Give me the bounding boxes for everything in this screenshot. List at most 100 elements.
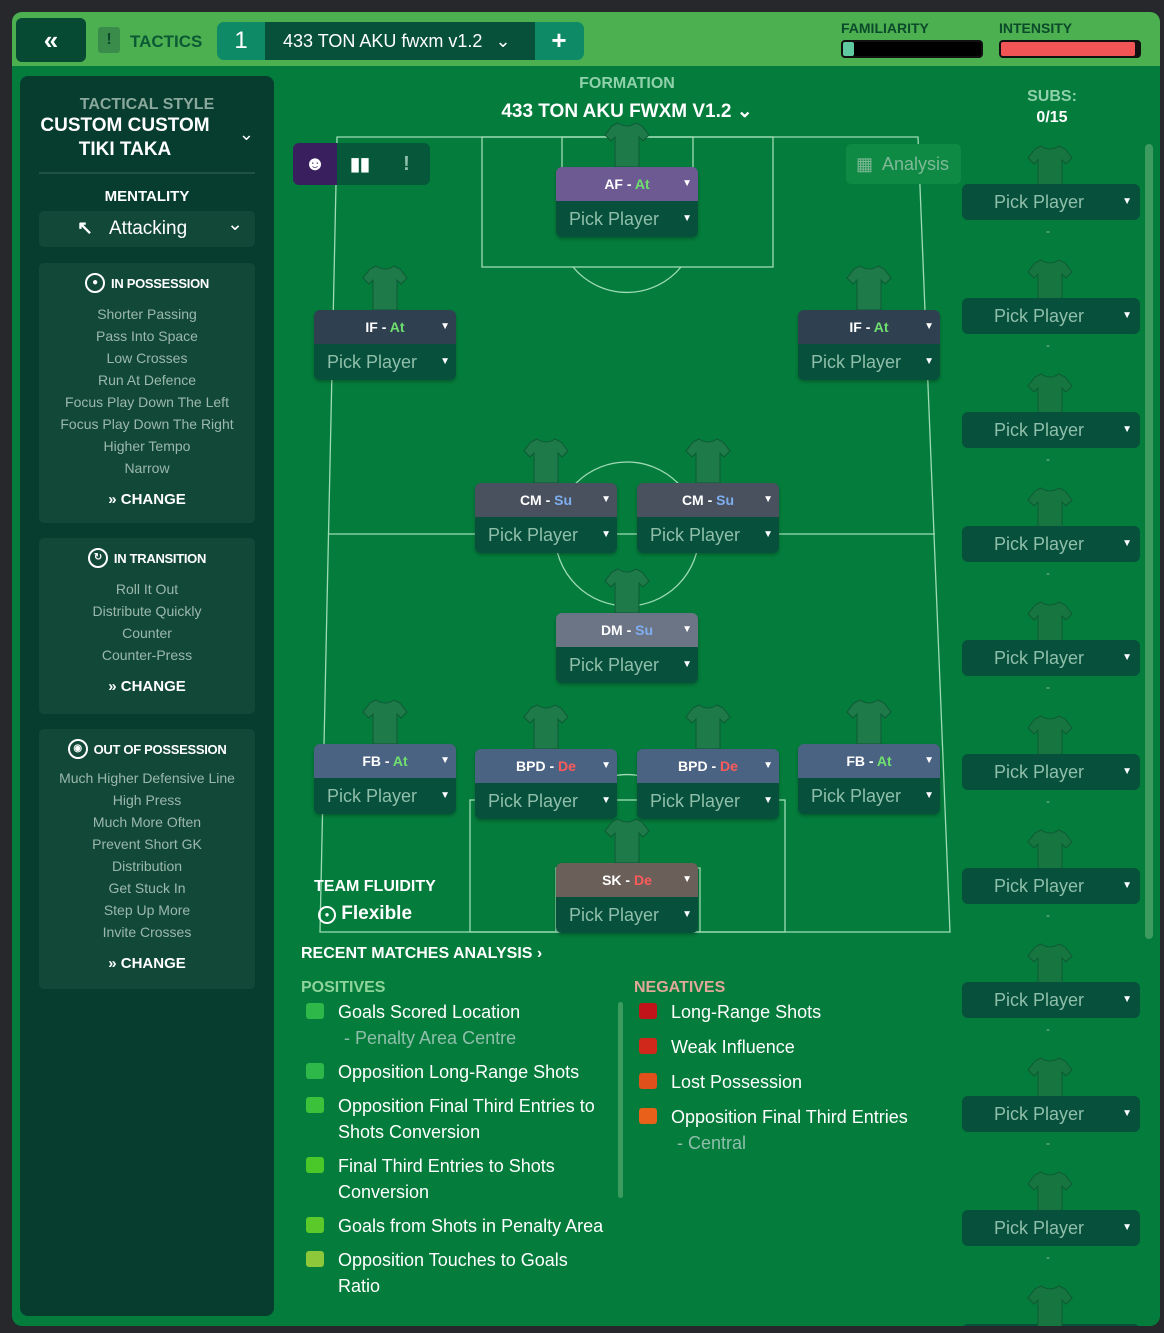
player-view-icon[interactable]: ☻ [293,143,337,185]
recent-matches-analysis-link[interactable]: RECENT MATCHES ANALYSIS › [301,945,543,962]
pick-player-dropdown[interactable]: Pick Player▼ [637,517,779,553]
tactics-screen: « ! TACTICS 1 433 TON AKU fwxm v1.2 ⌄ + … [12,12,1160,1326]
role-dropdown[interactable]: FB - At▼ [798,744,940,778]
pick-player-dropdown[interactable]: Pick Player▼ [314,344,456,380]
sub-empty-label: - [1046,452,1050,466]
instructions-view-icon[interactable]: ! [383,143,430,185]
add-tactic-button[interactable]: + [551,25,567,55]
chevron-down-icon: ⌄ [495,31,511,51]
position-slot-fb: FB - At▼ Pick Player▼ [314,744,456,814]
instruction-item: Shorter Passing [97,306,197,322]
instruction-item: Invite Crosses [102,924,192,940]
sub-pick-player-dropdown[interactable]: Pick Player▼ [962,1096,1140,1132]
pick-player-dropdown[interactable]: Pick Player▼ [475,783,617,819]
pick-player-dropdown[interactable]: Pick Player▼ [798,778,940,814]
role-dropdown[interactable]: BPD - De▼ [637,749,779,783]
sub-pick-player-dropdown[interactable]: Pick Player▼ [962,754,1140,790]
sub-pick-player-dropdown[interactable]: Pick Player▼ [962,1210,1140,1246]
analysis-scrollbar[interactable] [618,1002,623,1198]
formation-label: FORMATION [579,75,675,92]
view-toggle: ☻ ▮▮ ! [293,143,430,185]
sub-empty-label: - [1046,566,1050,580]
instruction-item: Counter [122,625,172,641]
role-dropdown[interactable]: IF - At▼ [798,310,940,344]
team-fluidity-value[interactable]: ● Flexible [318,903,412,925]
negative-item[interactable]: Weak Influence [639,1034,961,1060]
instruction-item: Distribution [111,858,183,874]
pick-player-dropdown[interactable]: Pick Player▼ [798,344,940,380]
defence-icon: ◉ [67,739,88,759]
positive-item[interactable]: Goals Scored Location- Penalty Area Cent… [306,999,608,1051]
instruction-item: Run At Defence [97,372,197,388]
role-dropdown[interactable]: BPD - De▼ [475,749,617,783]
mentality-dropdown[interactable]: ↖ Attacking ⌄ [39,211,255,247]
out-of-possession-section: ◉OUT OF POSSESSION Much Higher Defensive… [39,729,255,989]
shirt-icon [1027,829,1073,875]
positive-item[interactable]: Opposition Final Third Entries to Shots … [306,1093,608,1145]
section-title: IN TRANSITION [113,550,207,566]
pick-player-dropdown[interactable]: Pick Player▼ [556,647,698,683]
tactic-dropdown[interactable]: 433 TON AKU fwxm v1.2 ⌄ [265,22,535,60]
role-dropdown[interactable]: FB - At▼ [314,744,456,778]
tactics-label: TACTICS [130,32,203,51]
negative-item[interactable]: Long-Range Shots [639,999,961,1025]
negative-item[interactable]: Opposition Final Third Entries- Central [639,1104,961,1156]
analysis-button[interactable]: ▦Analysis [846,144,961,184]
tactic-slot[interactable]: 1 [234,27,248,54]
sub-pick-player-dropdown[interactable]: Pick Player▼ [962,640,1140,676]
positive-item[interactable]: Opposition Touches to Goals Ratio [306,1247,608,1299]
team-fluidity-label: TEAM FLUIDITY [314,878,436,895]
sub-pick-player-dropdown[interactable]: Pick Player▼ [962,412,1140,448]
thumbs-up-icon [306,1003,324,1019]
change-in-possession-button[interactable]: » CHANGE [108,491,186,508]
positive-item[interactable]: Goals from Shots in Penalty Area [306,1213,608,1239]
sub-pick-player-dropdown[interactable]: Pick Player▼ [962,526,1140,562]
position-slot-sk: SK - De▼ Pick Player▼ [556,863,698,933]
change-out-of-possession-button[interactable]: » CHANGE [108,955,186,972]
role-dropdown[interactable]: AF - At▼ [556,167,698,201]
intensity-label: INTENSITY [999,20,1073,36]
sub-pick-player-dropdown[interactable]: Pick Player▼ [962,184,1140,220]
role-dropdown[interactable]: CM - Su▼ [475,483,617,517]
sub-pick-player-dropdown[interactable]: Pick Player▼ [962,982,1140,1018]
familiarity-label: FAMILIARITY [841,20,929,36]
thumbs-up-icon [306,1217,324,1233]
positive-item[interactable]: Opposition Long-Range Shots [306,1059,608,1085]
shirt-icon [362,699,408,745]
negative-item[interactable]: Lost Possession [639,1069,961,1095]
thumbs-up-icon [306,1157,324,1173]
subs-scrollbar[interactable] [1145,144,1153,939]
role-dropdown[interactable]: CM - Su▼ [637,483,779,517]
change-in-transition-button[interactable]: » CHANGE [108,678,186,695]
top-bar: « ! TACTICS 1 433 TON AKU fwxm v1.2 ⌄ + … [12,12,1160,66]
role-dropdown[interactable]: SK - De▼ [556,863,698,897]
familiarity-bar[interactable] [841,40,983,58]
back-button[interactable]: « [16,18,86,62]
role-dropdown[interactable]: IF - At▼ [314,310,456,344]
instruction-item: High Press [112,792,182,808]
sub-pick-player-dropdown[interactable]: Pick Player▼ [962,868,1140,904]
role-dropdown[interactable]: DM - Su▼ [556,613,698,647]
pick-player-dropdown[interactable]: Pick Player▼ [637,783,779,819]
pick-player-dropdown[interactable]: Pick Player▼ [556,201,698,237]
position-slot-cm: CM - Su▼ Pick Player▼ [637,483,779,553]
pick-player-dropdown[interactable]: Pick Player▼ [556,897,698,933]
stats-view-icon[interactable]: ▮▮ [337,143,383,185]
thumbs-down-icon [639,1073,657,1089]
thumbs-up-icon [306,1063,324,1079]
sub-empty-label: - [1046,1022,1050,1036]
sub-pick-player-dropdown[interactable]: Pick Player▼ [962,298,1140,334]
ball-icon: ● [85,273,106,293]
tactics-icon: ! [98,27,120,53]
formation-dropdown[interactable]: 433 TON AKU FWXM V1.2 ⌄ [501,101,753,122]
section-title: IN POSSESSION [111,275,209,291]
instruction-item: Much More Often [92,814,202,830]
pick-player-dropdown[interactable]: Pick Player▼ [475,517,617,553]
position-slot-af: AF - At▼ Pick Player▼ [556,167,698,237]
pick-player-dropdown[interactable]: Pick Player▼ [314,778,456,814]
positive-item[interactable]: Final Third Entries to Shots Conversion [306,1153,608,1205]
intensity-bar[interactable] [999,40,1141,58]
shirt-icon [1027,373,1073,419]
